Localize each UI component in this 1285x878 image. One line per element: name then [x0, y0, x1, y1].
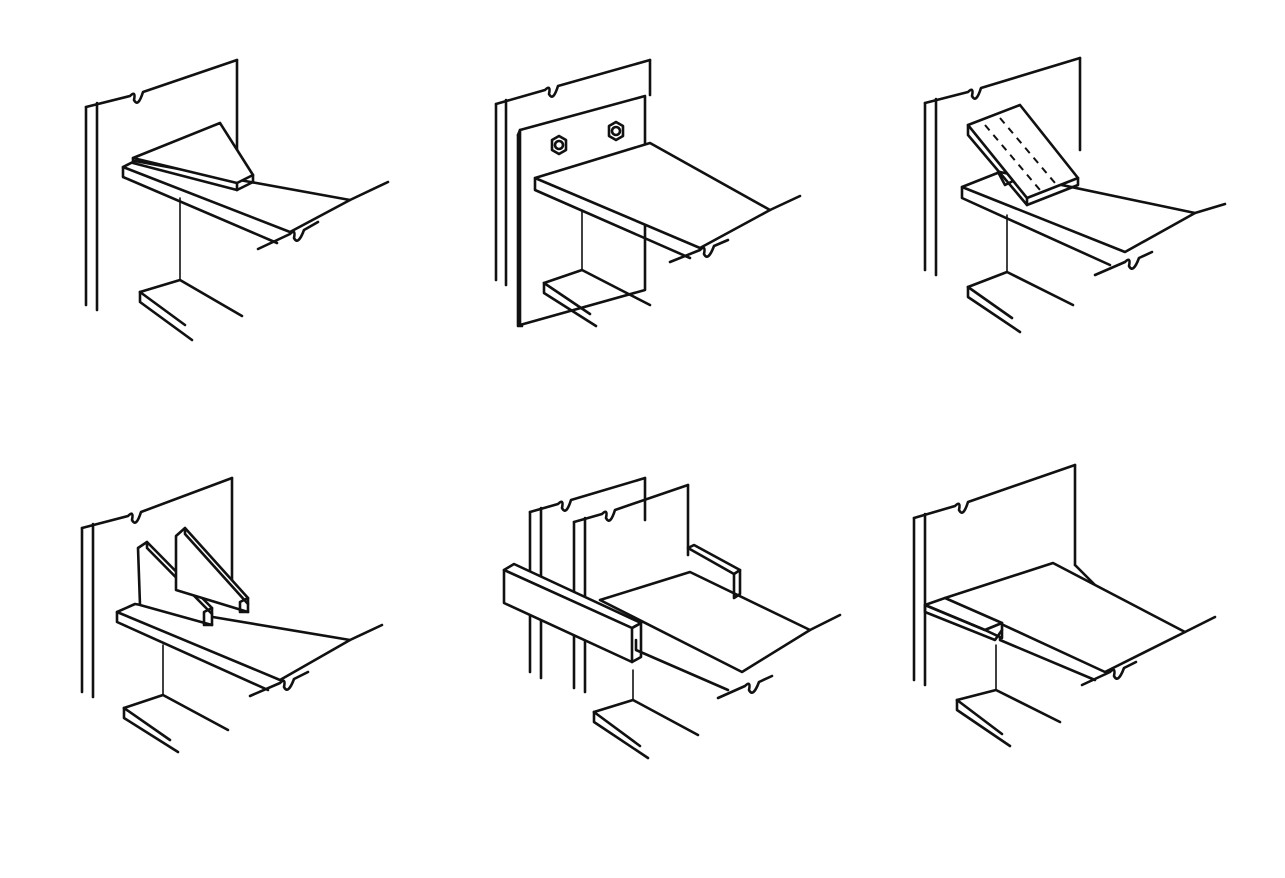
seat-plate-right	[348, 623, 384, 642]
seat-plate-top	[115, 602, 352, 682]
bottom-flange-edge	[138, 290, 194, 342]
bottom-flange-edge	[592, 710, 650, 760]
web-plate-top-edge	[494, 58, 652, 106]
bolt-left	[550, 134, 568, 156]
seat-plate-right	[1183, 615, 1217, 634]
bolt-right	[607, 120, 625, 142]
seat-plate-break	[1080, 660, 1138, 687]
bottom-flange-top	[542, 268, 652, 307]
stiffener-left-end	[202, 606, 214, 627]
side-stiffener-top	[686, 543, 742, 576]
bracket-wedge-bottom	[923, 603, 1004, 642]
seat-plate-break	[256, 220, 320, 251]
seat-plate-front	[115, 610, 270, 692]
sloped-plate-edge	[966, 123, 1029, 207]
top-flange-break	[668, 238, 730, 264]
detail-bolted-end-plate	[494, 58, 802, 328]
seat-plate-break	[1093, 250, 1154, 277]
seat-plate-right	[1193, 202, 1227, 215]
bottom-flange-front	[122, 706, 172, 742]
detail-sloped-seat-plate	[923, 56, 1227, 334]
web-plate-top-edge	[80, 476, 234, 530]
side-stiffener-face	[732, 568, 742, 600]
seat-plate-right	[808, 613, 842, 632]
detail-double-stiffener-plates	[80, 476, 384, 754]
bottom-flange-front	[138, 290, 187, 327]
end-plate-top-thickness	[516, 128, 522, 137]
web-plate-top-edge	[84, 58, 239, 109]
bottom-flange-front	[955, 698, 1004, 736]
bottom-flange-front	[592, 710, 642, 748]
seat-plate-break	[248, 670, 310, 698]
detail-triangular-gusset-plate	[84, 58, 390, 342]
seat-plate-right	[348, 180, 390, 202]
gusset-end	[235, 173, 255, 192]
seat-plate-front	[960, 185, 1112, 267]
bottom-flange-front	[542, 281, 592, 316]
bottom-flange-top	[592, 698, 700, 737]
cover-plate-end	[630, 621, 643, 664]
bottom-flange-edge	[955, 698, 1012, 748]
support-stub	[996, 170, 1017, 187]
bottom-flange-top	[138, 278, 244, 318]
bottom-flange-edge	[966, 285, 1022, 334]
detail-tapered-bracket	[912, 463, 1217, 748]
top-flange-front	[533, 176, 692, 260]
web-plate-top-edge	[923, 56, 1082, 105]
detail-flange-cover-plates	[502, 476, 842, 760]
stiffener-right-end	[238, 596, 250, 614]
sloped-plate-end	[1025, 176, 1080, 207]
end-plate-thickness	[516, 133, 524, 328]
bottom-flange-top	[966, 270, 1075, 307]
back-web-top-edge	[528, 476, 647, 514]
front-web-top-edge	[572, 483, 690, 524]
web-plate-top-edge	[912, 463, 1077, 520]
top-flange-right	[768, 194, 802, 212]
seat-plate-break	[716, 674, 774, 700]
bottom-flange-top	[122, 693, 230, 732]
bottom-flange-edge	[122, 706, 180, 754]
stiffener-right-edge	[183, 526, 250, 606]
bracket-wedge-face	[924, 603, 1004, 640]
bottom-flange-front	[966, 285, 1014, 320]
gusset-side	[131, 156, 239, 192]
seat-plate-front	[121, 165, 279, 245]
weld-line-2	[999, 117, 1056, 184]
bottom-flange-top	[955, 688, 1062, 724]
bottom-flange-edge	[542, 281, 598, 328]
weld-line-1	[984, 124, 1041, 191]
seat-plate-front	[634, 638, 730, 692]
